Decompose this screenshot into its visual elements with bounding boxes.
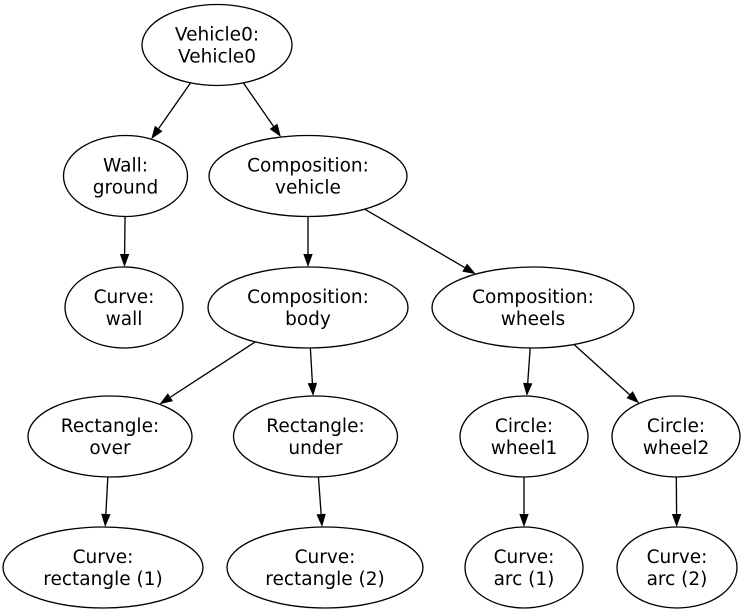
edge-composition-wheels-to-circle-wheel1 [523, 347, 533, 397]
node-curve-rectangle-1: Curve:rectangle (1) [2, 526, 204, 609]
arrowhead-icon [307, 382, 318, 397]
edge-line [527, 347, 531, 384]
arrowhead-icon [626, 391, 640, 404]
node-circle-wheel2: Circle:wheel2 [611, 395, 741, 478]
node-label: Composition:body [247, 287, 369, 330]
node-curve-rectangle-2: Curve:rectangle (2) [226, 526, 424, 609]
node-label: Circle:wheel2 [643, 416, 710, 459]
node-wall-ground: Wall:ground [62, 134, 189, 218]
edge-composition-body-to-rectangle-over [159, 341, 256, 405]
edge-circle-wheel1-to-curve-arc-1 [519, 477, 529, 527]
node-label: Wall:ground [93, 156, 158, 199]
node-ellipse [226, 526, 424, 609]
node-composition-vehicle: Composition:vehicle [208, 134, 408, 218]
edge-line [573, 344, 631, 396]
edge-rectangle-over-to-curve-rectangle-1 [101, 476, 111, 528]
node-ellipse [431, 266, 635, 349]
node-rectangle-over: Rectangle:over [27, 395, 193, 478]
edge-wall-ground-to-curve-wall [119, 216, 130, 268]
node-ellipse [611, 395, 741, 478]
node-vehicle0: Vehicle0:Vehicle0 [141, 3, 293, 87]
node-label: Vehicle0:Vehicle0 [175, 25, 259, 68]
arrowhead-icon [101, 513, 111, 528]
node-ellipse [616, 526, 738, 609]
node-ellipse [208, 134, 408, 218]
node-label: Curve:rectangle (2) [265, 547, 384, 590]
arrowhead-icon [671, 513, 682, 528]
node-ellipse [459, 395, 589, 478]
node-label: Rectangle:over [61, 416, 159, 459]
arrowhead-icon [159, 393, 173, 405]
edge-line [364, 208, 465, 269]
arrowhead-icon [119, 253, 130, 268]
node-label: Composition:vehicle [247, 156, 369, 199]
node-circle-wheel1: Circle:wheel1 [459, 395, 589, 478]
node-label: Rectangle:under [266, 416, 364, 459]
node-ellipse [141, 3, 293, 87]
edge-rectangle-under-to-curve-rectangle-2 [316, 476, 326, 528]
node-label: Curve:arc (2) [647, 547, 708, 590]
edge-composition-body-to-rectangle-under [307, 347, 318, 397]
arrowhead-icon [269, 123, 281, 138]
node-label: Curve:arc (1) [494, 547, 555, 590]
node-label: Circle:wheel1 [491, 416, 558, 459]
arrowhead-icon [523, 382, 533, 397]
node-curve-arc-1: Curve:arc (1) [464, 526, 584, 609]
node-ellipse [207, 266, 409, 349]
node-curve-wall: Curve:wall [64, 266, 184, 349]
edge-line [158, 82, 192, 129]
edge-line [170, 341, 256, 398]
edge-circle-wheel2-to-curve-arc-2 [671, 476, 682, 528]
edge-vehicle0-to-wall-ground [151, 82, 192, 140]
node-composition-wheels: Composition:wheels [431, 266, 635, 349]
node-rectangle-under: Rectangle:under [232, 395, 399, 478]
edge-composition-vehicle-to-composition-wheels [364, 208, 476, 275]
node-ellipse [464, 526, 584, 609]
node-ellipse [62, 134, 189, 218]
edge-line [242, 82, 275, 127]
node-ellipse [27, 395, 193, 478]
edge-line [105, 476, 109, 515]
edge-line [309, 347, 314, 384]
arrowhead-icon [462, 263, 476, 275]
arrowhead-icon [303, 254, 313, 267]
edge-composition-vehicle-to-composition-body [303, 216, 313, 267]
node-label: Composition:wheels [472, 287, 594, 330]
node-ellipse [64, 266, 184, 349]
arrowhead-icon [151, 125, 163, 140]
edge-line [317, 476, 322, 515]
node-curve-arc-2: Curve:arc (2) [616, 526, 738, 609]
edge-vehicle0-to-composition-vehicle [242, 82, 281, 138]
node-composition-body: Composition:body [207, 266, 409, 349]
node-label: Curve:wall [94, 287, 155, 330]
node-ellipse [232, 395, 399, 478]
arrowhead-icon [519, 514, 529, 527]
node-ellipse [2, 526, 204, 609]
edge-composition-wheels-to-circle-wheel2 [573, 344, 640, 404]
node-label: Curve:rectangle (1) [43, 547, 162, 590]
arrowhead-icon [316, 513, 326, 528]
